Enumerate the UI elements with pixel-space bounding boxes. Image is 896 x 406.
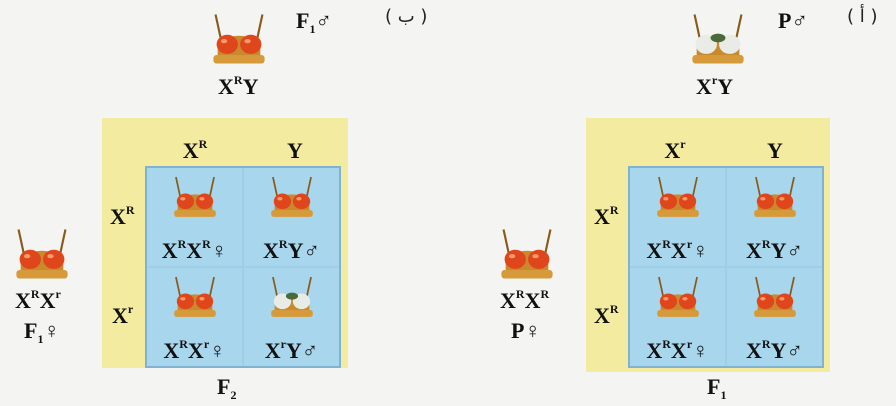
panel-a-tag: ( أ ): [847, 6, 878, 27]
punnett-cell: XRY♂: [727, 268, 822, 366]
fly-head-icon: [10, 225, 74, 283]
panel-b-punnett-grid: XRXR♀ XRY♂ XRXr♀ XrY♂: [145, 166, 341, 368]
punnett-cell: XRXR♀: [147, 168, 242, 266]
panel-b-col-header: Y: [265, 140, 325, 162]
panel-a-female-genotype: XRXR: [500, 290, 549, 312]
panel-a-female-parent-label: P♀: [511, 320, 541, 342]
panel-a-punnett-grid: XRXr♀ XRY♂ XRXr♀ XRY♂: [628, 166, 824, 368]
fly-head-icon: [207, 10, 271, 68]
cell-genotype: XRY♂: [727, 240, 822, 262]
panel-b-male-parent-label: F1♂: [296, 10, 332, 32]
cell-genotype: XRXr♀: [147, 340, 242, 362]
panel-b-col-header: XR: [165, 140, 225, 162]
fly-head-icon: [652, 274, 704, 320]
panel-a-row-header: XR: [594, 305, 619, 327]
punnett-cell: XRXr♀: [147, 268, 242, 366]
panel-a-male-genotype: XrY: [696, 76, 733, 98]
punnett-cell: XRY♂: [244, 168, 339, 266]
panel-a-col-header: Y: [745, 140, 805, 162]
fly-head-icon: [749, 174, 801, 220]
cell-genotype: XRY♂: [244, 240, 339, 262]
punnett-cell: XrY♂: [244, 268, 339, 366]
fly-head-icon: [652, 174, 704, 220]
fly-head-icon: [495, 225, 559, 283]
panel-a-generation-label: F1: [707, 376, 726, 398]
cell-genotype: XRXR♀: [147, 240, 242, 262]
punnett-cell: XRXr♀: [630, 268, 725, 366]
fly-head-icon: [266, 274, 318, 320]
punnett-cell: XRY♂: [727, 168, 822, 266]
panel-a-col-header: Xr: [645, 140, 705, 162]
panel-b-row-header: Xr: [112, 305, 133, 327]
cell-genotype: XrY♂: [244, 340, 339, 362]
panel-b-female-genotype: XRXr: [15, 290, 61, 312]
panel-a-row-header: XR: [594, 206, 619, 228]
fly-head-icon: [749, 274, 801, 320]
punnett-cell: XRXr♀: [630, 168, 725, 266]
fly-head-icon: [686, 10, 750, 68]
panel-b-female-parent-label: F1♀: [24, 320, 60, 342]
panel-b-tag: ( ب ): [385, 6, 427, 27]
cell-genotype: XRY♂: [727, 340, 822, 362]
cell-genotype: XRXr♀: [630, 240, 725, 262]
cell-genotype: XRXr♀: [630, 340, 725, 362]
fly-head-icon: [169, 274, 221, 320]
fly-head-icon: [169, 174, 221, 220]
panel-b-generation-label: F2: [217, 376, 236, 398]
panel-b-male-genotype: XRY: [218, 76, 258, 98]
fly-head-icon: [266, 174, 318, 220]
panel-a-male-parent-label: P♂: [778, 10, 808, 32]
panel-b-row-header: XR: [110, 206, 135, 228]
